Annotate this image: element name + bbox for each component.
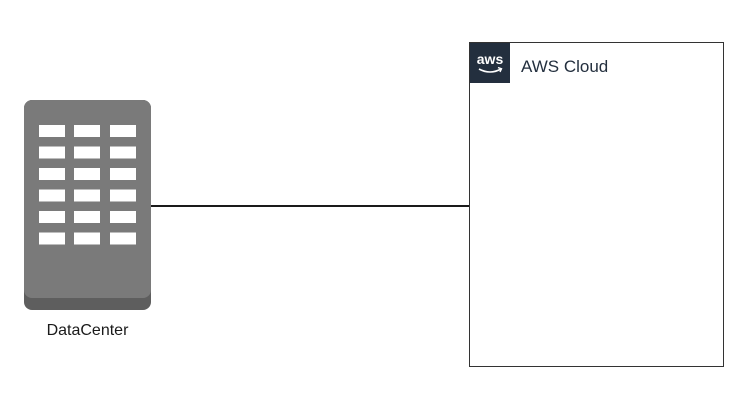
building-window — [74, 232, 100, 245]
building-window — [39, 211, 65, 223]
building-window — [74, 146, 100, 159]
building-window — [110, 189, 136, 202]
building-icon — [24, 100, 151, 310]
building-window — [74, 125, 100, 137]
aws-logo-icon: aws — [470, 43, 510, 83]
building-window — [110, 232, 136, 245]
building-window — [39, 189, 65, 202]
building-window — [39, 232, 65, 245]
datacenter-node[interactable] — [24, 100, 151, 310]
connector-line[interactable] — [151, 205, 470, 207]
building-window — [39, 168, 65, 180]
aws-logo-text: aws — [477, 51, 504, 67]
building-window — [110, 168, 136, 180]
aws-cloud-title: AWS Cloud — [521, 57, 609, 76]
building-window — [39, 125, 65, 137]
datacenter-label: DataCenter — [46, 322, 129, 339]
building-window — [74, 211, 100, 223]
aws-cloud-group[interactable]: aws AWS Cloud — [469, 42, 724, 367]
building-window — [74, 189, 100, 202]
building-window — [110, 146, 136, 159]
building-window — [74, 168, 100, 180]
building-window — [110, 125, 136, 137]
building-window — [39, 146, 65, 159]
building-window — [110, 211, 136, 223]
